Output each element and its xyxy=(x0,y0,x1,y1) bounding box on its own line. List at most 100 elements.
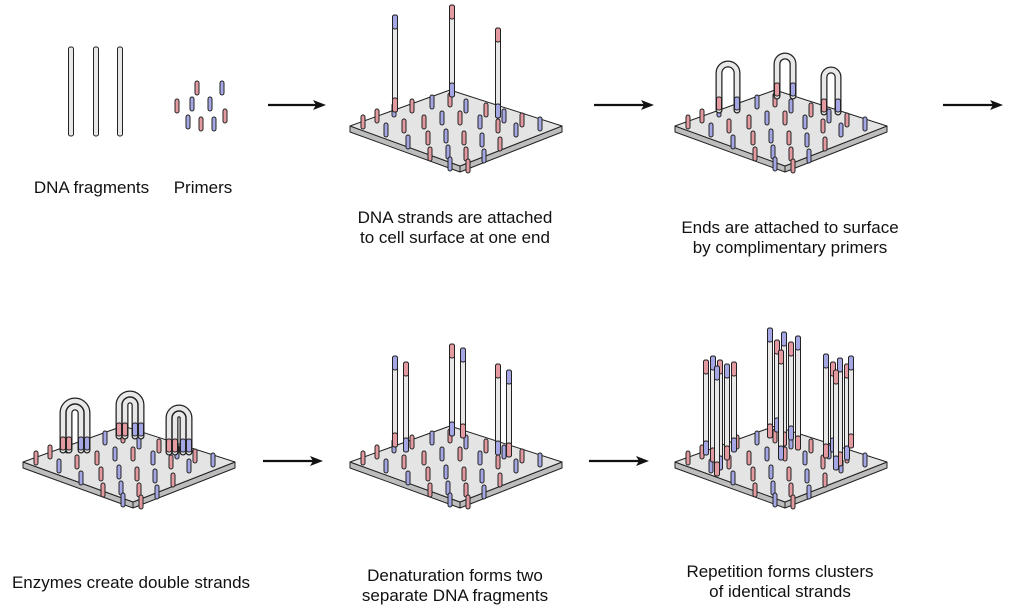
loop-left-adapter xyxy=(716,96,722,111)
blue-primer xyxy=(804,132,810,148)
red-primer xyxy=(457,110,463,126)
blue-primer xyxy=(826,108,832,124)
strand-body xyxy=(392,14,398,113)
blue-primer xyxy=(513,122,519,138)
bridge-loop xyxy=(121,396,139,440)
red-primer xyxy=(497,136,503,152)
strand-body xyxy=(788,341,794,441)
loop-right-adapter xyxy=(835,98,841,113)
red-primer xyxy=(409,98,415,114)
blue-primer xyxy=(56,458,62,474)
arrow-2 xyxy=(594,100,654,110)
red-primer xyxy=(194,80,200,96)
red-primer xyxy=(138,494,144,510)
strand-top-adapter xyxy=(781,331,787,347)
red-primer xyxy=(360,450,366,466)
strand-top-adapter xyxy=(392,14,398,30)
strand-top-adapter xyxy=(833,369,839,385)
blue-primer xyxy=(788,98,794,114)
double-bridge-loop xyxy=(115,390,145,440)
loop-right-adapter xyxy=(734,96,740,111)
red-primer xyxy=(100,482,106,498)
blue-primer xyxy=(772,156,778,172)
step2-caption: Ends are attached to surface by complime… xyxy=(665,218,915,258)
strand-top-adapter xyxy=(848,355,854,371)
red-primer xyxy=(130,446,136,462)
blue-primer xyxy=(383,458,389,474)
dna-strand xyxy=(449,343,455,437)
strand-top-adapter xyxy=(714,365,720,381)
bridge-loop xyxy=(115,390,145,440)
loop-right-adapter xyxy=(78,436,84,451)
bridge-loop xyxy=(171,410,187,456)
loop-left-adapter xyxy=(60,436,66,451)
blue-primer xyxy=(730,470,736,486)
blue-primer xyxy=(708,122,714,138)
blue-primer xyxy=(154,484,160,500)
strand-top-adapter xyxy=(506,369,512,385)
bridge-loop xyxy=(820,66,842,116)
red-primer xyxy=(425,130,431,146)
flow-cell-plate xyxy=(349,89,563,173)
strand-top-adapter xyxy=(449,343,455,359)
strand-bottom-adapter xyxy=(848,433,854,449)
strand-bottom-adapter xyxy=(495,103,501,119)
strand-bottom-adapter xyxy=(449,82,455,98)
blue-primer xyxy=(764,110,770,126)
red-primer xyxy=(457,446,463,462)
blue-primer xyxy=(429,94,435,110)
red-primer xyxy=(421,114,427,130)
step4-caption-line2: separate DNA fragments xyxy=(361,586,549,605)
step1-caption-line2: to cell surface at one end xyxy=(360,228,550,247)
strand-top-adapter xyxy=(767,327,773,343)
strand-bottom-adapter xyxy=(392,432,398,448)
strand-top-adapter xyxy=(460,347,466,363)
blue-primer xyxy=(429,430,435,446)
blue-primer xyxy=(537,452,543,468)
strand-bottom-adapter xyxy=(778,445,784,461)
red-primer xyxy=(47,444,53,460)
dna-strand xyxy=(460,347,466,439)
double-bridge-loop xyxy=(165,404,193,456)
blue-primer xyxy=(443,128,449,144)
step5-caption: Repetition forms clusters of identical s… xyxy=(655,562,905,602)
strand-bottom-adapter xyxy=(795,435,801,451)
red-primer xyxy=(425,466,431,482)
bridge-loop xyxy=(65,403,85,454)
strand-top-adapter xyxy=(703,359,709,375)
loop-right-adapter xyxy=(790,82,796,97)
blue-primer xyxy=(862,116,868,132)
loop-left-adapter xyxy=(774,82,780,97)
red-primer xyxy=(427,482,433,498)
red-primer xyxy=(421,450,427,466)
red-primer xyxy=(401,118,407,134)
dna-strand xyxy=(506,369,512,458)
red-primer xyxy=(519,448,525,464)
blue-primer xyxy=(116,464,122,480)
red-primer xyxy=(752,146,758,162)
blue-primer xyxy=(102,430,108,446)
red-primer xyxy=(134,466,140,482)
strand-top-adapter xyxy=(778,349,784,365)
red-primer xyxy=(483,102,489,118)
strand-top-adapter xyxy=(495,363,501,379)
strand-bottom-adapter xyxy=(823,443,829,459)
red-primer xyxy=(750,130,756,146)
red-primer xyxy=(786,466,792,482)
blue-primer xyxy=(806,148,812,164)
primers-label: Primers xyxy=(173,178,233,197)
step5-caption-line2: of identical strands xyxy=(709,582,851,601)
dna-strand xyxy=(495,363,501,456)
red-primer xyxy=(168,454,174,470)
blue-primer xyxy=(501,444,507,460)
red-primer xyxy=(198,116,204,132)
strand-body xyxy=(823,353,829,459)
blue-primer xyxy=(112,446,118,462)
step4-caption: Denaturation forms two separate DNA frag… xyxy=(330,566,580,606)
strand-bottom-adapter xyxy=(495,440,501,456)
red-primer xyxy=(808,438,814,454)
dna-strand xyxy=(449,4,455,98)
strand-bottom-adapter xyxy=(844,445,850,461)
plate-top xyxy=(349,425,563,503)
